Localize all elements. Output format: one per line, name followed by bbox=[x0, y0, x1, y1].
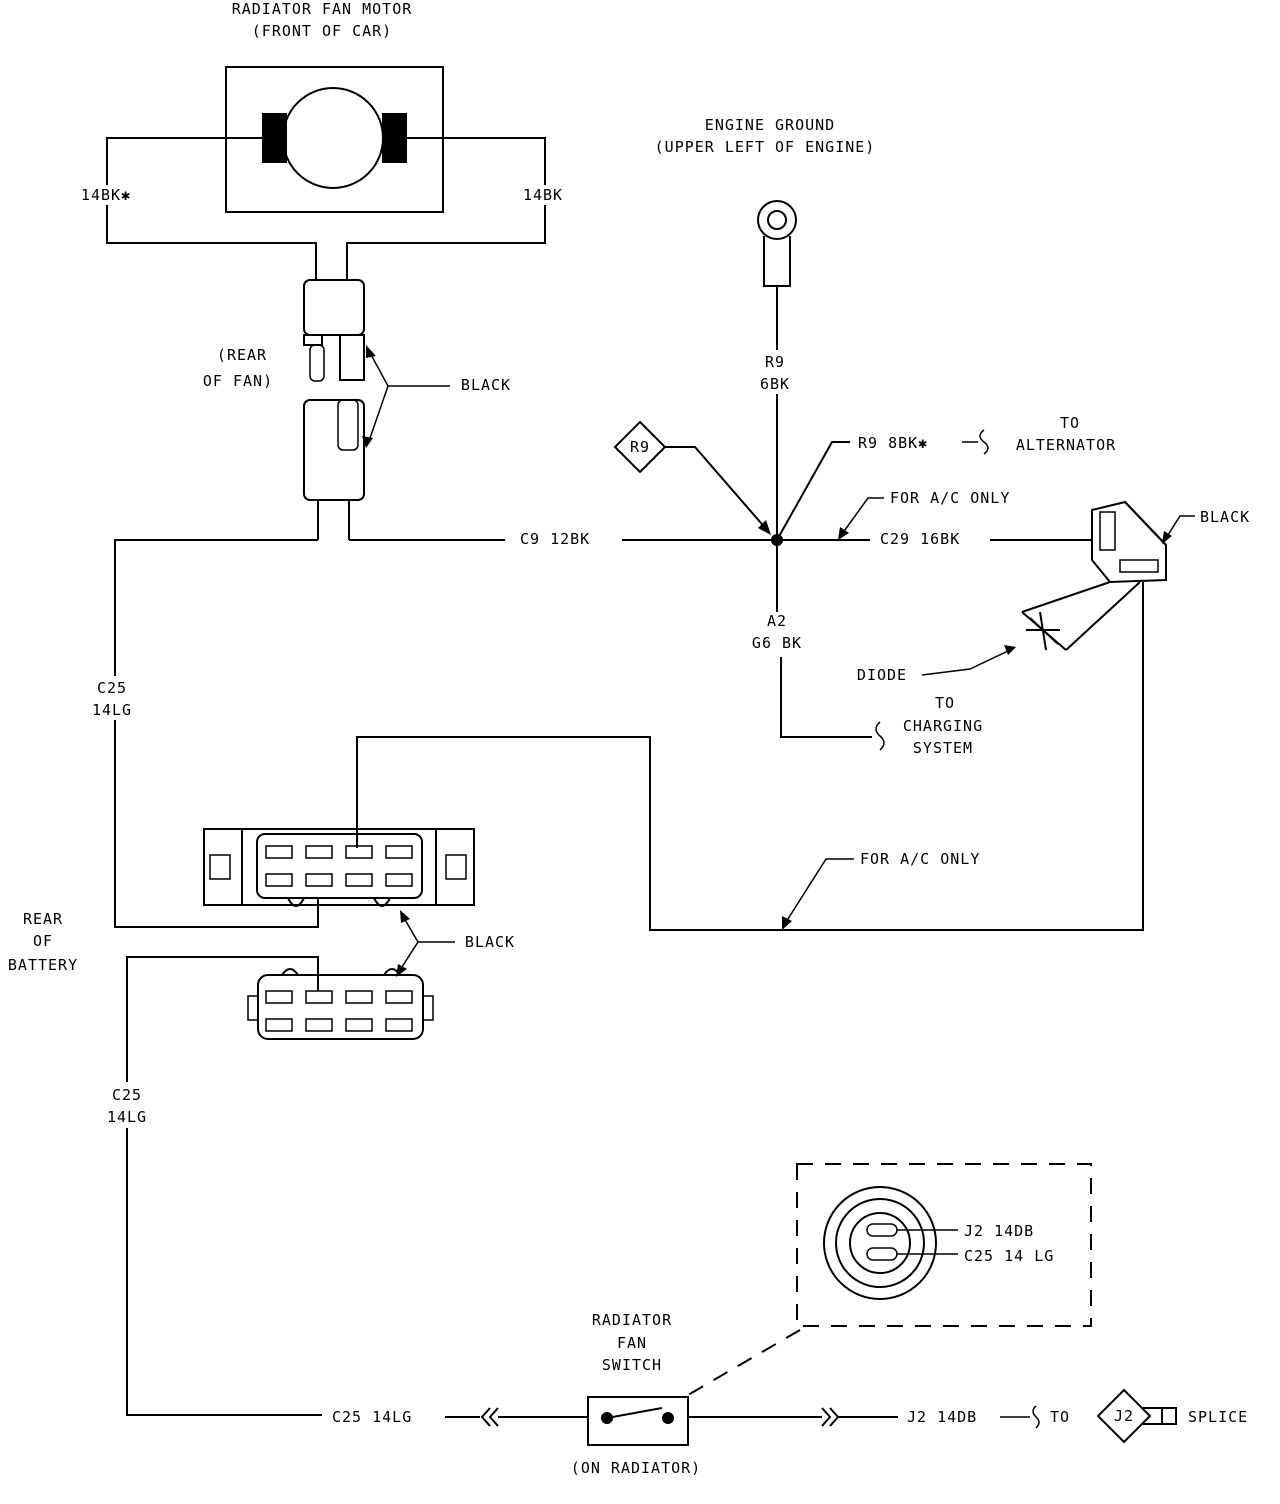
fan-switch-line2: FAN bbox=[617, 1334, 647, 1352]
switch-pin1-label: J2 14DB bbox=[964, 1222, 1034, 1240]
ac-note-top: FOR A/C ONLY bbox=[890, 489, 1010, 507]
c25-lower-gauge: 14LG bbox=[107, 1108, 147, 1126]
fan-connector-location-1: (REAR bbox=[217, 346, 267, 364]
a2-code: A2 bbox=[767, 612, 787, 630]
engine-ground-subtitle: (UPPER LEFT OF ENGINE) bbox=[655, 138, 876, 156]
alternator-lead: R9 8BK✱ TO ALTERNATOR bbox=[776, 414, 1116, 541]
diode-label: DIODE bbox=[857, 666, 907, 684]
battery-line1: REAR bbox=[23, 910, 63, 928]
battery-line2: OF bbox=[33, 932, 53, 950]
fan-connector-color: BLACK bbox=[461, 376, 511, 394]
engine-ground: ENGINE GROUND (UPPER LEFT OF ENGINE) R9 … bbox=[655, 116, 876, 540]
fan-wire-right-label: 14BK bbox=[523, 186, 563, 204]
fan-motor-subtitle: (FRONT OF CAR) bbox=[252, 22, 392, 40]
fan-switch-line3: SWITCH bbox=[602, 1356, 662, 1374]
bottom-j2-wire-label: J2 14DB bbox=[907, 1408, 977, 1426]
alternator-dest: ALTERNATOR bbox=[1016, 436, 1116, 454]
ground-wire-gauge: 6BK bbox=[760, 375, 790, 393]
fan-motor-title: RADIATOR FAN MOTOR bbox=[232, 0, 413, 18]
fan-connector: (REAR OF FAN) BLACK bbox=[203, 279, 511, 540]
radiator-fan-motor: RADIATOR FAN MOTOR (FRONT OF CAR) 14BK✱ … bbox=[75, 0, 573, 280]
splice-to: TO bbox=[1050, 1408, 1070, 1426]
ac-note-bottom: FOR A/C ONLY bbox=[860, 850, 980, 868]
charging-line1: CHARGING bbox=[903, 717, 983, 735]
battery-line3: BATTERY bbox=[8, 956, 78, 974]
r9-badge-label: R9 bbox=[630, 438, 650, 456]
ground-wire-code: R9 bbox=[765, 353, 785, 371]
r9-badge: R9 bbox=[613, 420, 771, 535]
charging-line2: SYSTEM bbox=[913, 739, 973, 757]
fan-wire-left-label: 14BK✱ bbox=[81, 186, 131, 204]
radiator-fan-switch: RADIATOR FAN SWITCH (ON RADIATOR) bbox=[571, 1311, 701, 1477]
fan-switch-line1: RADIATOR bbox=[592, 1311, 672, 1329]
bottom-c25-wire-label: C25 14LG bbox=[332, 1408, 412, 1426]
switch-pin2-label: C25 14 LG bbox=[964, 1247, 1054, 1265]
switch-detail: J2 14DB C25 14 LG bbox=[796, 1163, 1092, 1327]
splice-label: SPLICE bbox=[1188, 1408, 1248, 1426]
fan-connector-location-2: OF FAN) bbox=[203, 372, 273, 390]
diode-connector-color: BLACK bbox=[1200, 508, 1250, 526]
engine-ground-title: ENGINE GROUND bbox=[705, 116, 835, 134]
battery-connector-color: BLACK bbox=[465, 933, 515, 951]
fan-switch-location: (ON RADIATOR) bbox=[571, 1459, 701, 1477]
diode-connector: BLACK DIODE bbox=[857, 500, 1250, 684]
charging-to: TO bbox=[935, 694, 955, 712]
c25-left-code: C25 bbox=[97, 679, 127, 697]
c9-wire-label: C9 12BK bbox=[520, 530, 590, 548]
battery-connector bbox=[247, 968, 434, 1040]
splice-reference: TO J2 SPLICE bbox=[1050, 1388, 1248, 1444]
a2-gauge: G6 BK bbox=[752, 634, 802, 652]
alternator-to: TO bbox=[1060, 414, 1080, 432]
c25-left-gauge: 14LG bbox=[92, 701, 132, 719]
splice-badge-label: J2 bbox=[1114, 1407, 1134, 1425]
main-connector bbox=[203, 828, 475, 907]
c29-wire-label: C29 16BK bbox=[880, 530, 960, 548]
c25-lower-code: C25 bbox=[112, 1086, 142, 1104]
alternator-wire-label: R9 8BK✱ bbox=[858, 434, 928, 452]
